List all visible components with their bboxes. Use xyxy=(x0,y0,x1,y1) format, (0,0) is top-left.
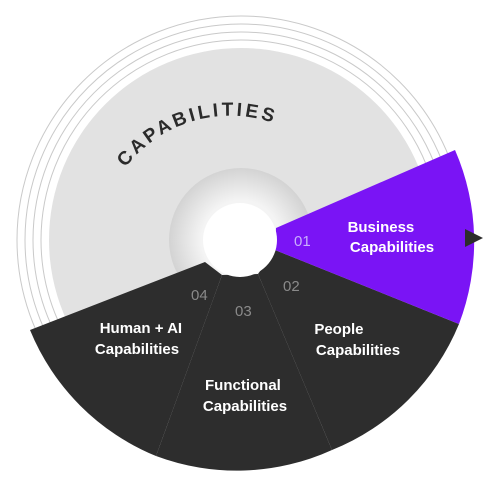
center-hole xyxy=(203,203,277,277)
segment-number-02: 02 xyxy=(283,278,300,295)
segment-label-business: Business Capabilities xyxy=(348,219,435,256)
segment-business-capabilities[interactable] xyxy=(275,150,475,324)
segment-label-business-line1: Business xyxy=(348,219,415,236)
segment-number-03: 03 xyxy=(235,303,252,320)
triangle-right-icon xyxy=(465,229,483,247)
segment-number-04: 04 xyxy=(191,287,208,304)
segment-number-01: 01 xyxy=(294,233,311,250)
segment-label-functional-line1: Functional xyxy=(205,377,281,394)
segment-label-functional-line2: Capabilities xyxy=(203,398,287,415)
segment-label-human-ai-line2: Capabilities xyxy=(95,341,179,358)
segment-label-people-line1: People xyxy=(314,321,363,338)
segment-label-people-line2: Capabilities xyxy=(316,342,400,359)
segment-functional-capabilities[interactable] xyxy=(156,274,332,471)
segment-label-people: People Capabilities xyxy=(314,321,400,359)
segment-label-business-line2: Capabilities xyxy=(350,239,434,256)
segment-human-ai-capabilities[interactable] xyxy=(30,262,222,456)
segment-label-human-ai: Human + AI Capabilities xyxy=(95,320,186,358)
segment-label-human-ai-line1: Human + AI xyxy=(100,320,182,337)
segment-people-capabilities[interactable] xyxy=(258,250,459,450)
segment-label-functional: Functional Capabilities xyxy=(203,377,287,415)
